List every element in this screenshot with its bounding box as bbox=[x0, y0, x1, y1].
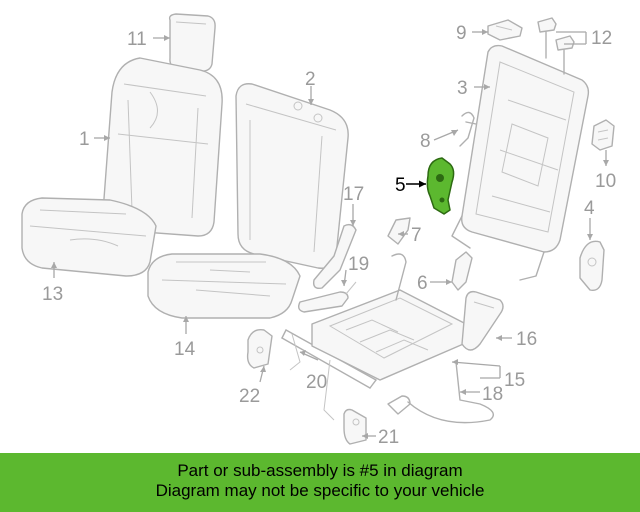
callout-12[interactable]: 12 bbox=[591, 28, 612, 49]
part-18-cable[interactable] bbox=[387, 361, 494, 424]
banner-line-1: Part or sub-assembly is #5 in diagram bbox=[177, 461, 463, 480]
callout-14[interactable]: 14 bbox=[174, 339, 196, 360]
part-14-cushion-pad[interactable] bbox=[147, 253, 301, 319]
callout-7[interactable]: 7 bbox=[411, 225, 422, 246]
callout-18[interactable]: 18 bbox=[482, 384, 503, 405]
part-13-cushion-cover[interactable] bbox=[21, 197, 157, 277]
banner-line-2: Diagram may not be specific to your vehi… bbox=[155, 481, 485, 500]
part-1-seatback-cover[interactable] bbox=[102, 57, 223, 237]
callout-labels: 11 1 2 3 9 12 8 5 10 4 7 6 17 19 13 14 2… bbox=[42, 23, 616, 448]
callout-3[interactable]: 3 bbox=[457, 78, 468, 99]
part-17-bezel[interactable] bbox=[312, 223, 357, 290]
arrow-head-5 bbox=[419, 180, 426, 188]
part-9-guide[interactable] bbox=[487, 19, 523, 41]
callout-17[interactable]: 17 bbox=[343, 184, 364, 205]
callout-19[interactable]: 19 bbox=[348, 254, 369, 275]
callout-6[interactable]: 6 bbox=[417, 273, 428, 294]
info-banner: Part or sub-assembly is #5 in diagram Di… bbox=[0, 453, 640, 512]
part-12-guides[interactable] bbox=[537, 17, 575, 75]
callout-22[interactable]: 22 bbox=[239, 386, 260, 407]
part-10-latch[interactable] bbox=[591, 119, 615, 151]
part-20-track[interactable] bbox=[281, 329, 377, 421]
arrow-heads bbox=[51, 29, 609, 439]
part-16-side-panel[interactable] bbox=[461, 290, 504, 351]
callout-15[interactable]: 15 bbox=[504, 370, 525, 391]
callout-8[interactable]: 8 bbox=[420, 131, 431, 152]
part-8-wire[interactable] bbox=[459, 111, 477, 147]
part-4-shield[interactable] bbox=[579, 240, 605, 291]
part-7-clip[interactable] bbox=[387, 217, 411, 245]
callout-5[interactable]: 5 bbox=[395, 175, 406, 196]
parts-diagram: 11 1 2 3 9 12 8 5 10 4 7 6 17 19 13 14 2… bbox=[21, 13, 616, 448]
part-19-handle[interactable] bbox=[297, 281, 357, 313]
callout-16[interactable]: 16 bbox=[516, 329, 537, 350]
callout-1[interactable]: 1 bbox=[79, 129, 90, 150]
part-3-seatback-frame[interactable] bbox=[451, 44, 590, 281]
callout-13[interactable]: 13 bbox=[42, 284, 63, 305]
part-6-bracket[interactable] bbox=[451, 251, 473, 291]
part-2-seatback-pad[interactable] bbox=[235, 83, 349, 269]
callout-10[interactable]: 10 bbox=[595, 171, 616, 192]
callout-21[interactable]: 21 bbox=[378, 427, 399, 448]
callout-20[interactable]: 20 bbox=[306, 372, 327, 393]
callout-2[interactable]: 2 bbox=[305, 69, 316, 90]
part-5-highlighted[interactable] bbox=[426, 157, 455, 215]
part-21-bracket[interactable] bbox=[343, 408, 367, 445]
part-22-cover[interactable] bbox=[246, 329, 273, 369]
callout-4[interactable]: 4 bbox=[584, 198, 595, 219]
callout-11[interactable]: 11 bbox=[127, 29, 147, 50]
callout-9[interactable]: 9 bbox=[456, 23, 467, 44]
